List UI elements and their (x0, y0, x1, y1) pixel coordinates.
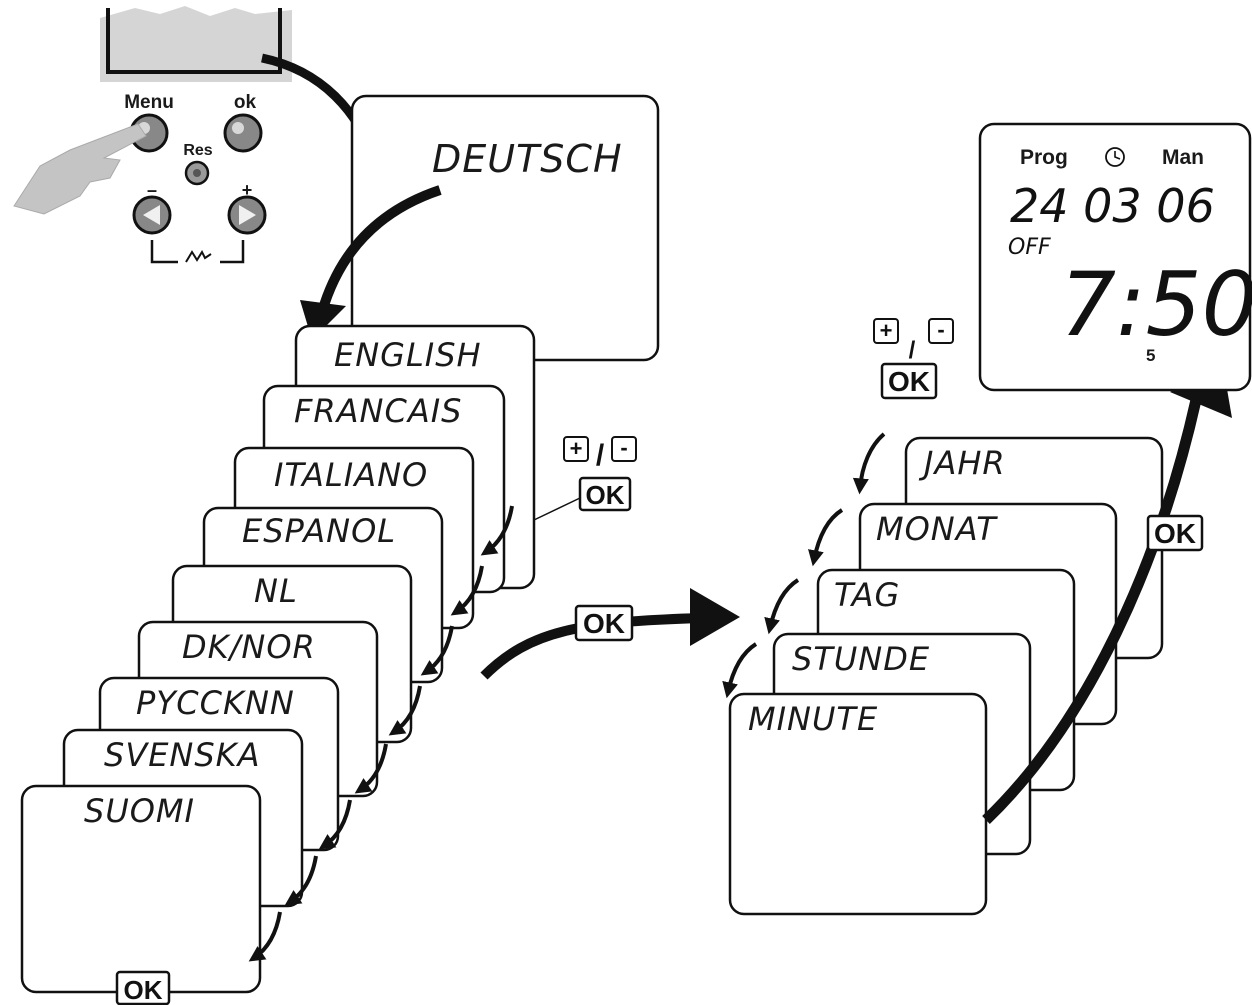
language-english: ENGLISH (334, 336, 482, 374)
language-svenska: SVENSKA (104, 736, 261, 774)
ok-key-final[interactable] (1146, 514, 1204, 552)
label-monat: MONAT (876, 510, 998, 548)
label-minute: MINUTE (748, 700, 878, 738)
step-arrow (284, 855, 318, 906)
ok-key-label: OK (888, 366, 930, 397)
ok-key-label: OK (586, 480, 625, 510)
language-cards: ENGLISH FRANCAIS ITALIANO ESPANOL NL DK/… (20, 324, 536, 994)
step-arrow (808, 508, 844, 567)
step-arrow (450, 565, 484, 616)
language-espanol: ESPANOL (242, 512, 396, 550)
manual-bracket (150, 240, 245, 264)
plus-key[interactable] (873, 318, 899, 344)
ok-key[interactable] (880, 362, 938, 400)
plus-key-label: + (880, 318, 893, 343)
language-suomi: SUOMI (84, 792, 195, 830)
clock-icon (1105, 147, 1125, 167)
final-display: Prog Man 24 03 06 OFF 7:50 5 (978, 122, 1252, 392)
slash-label: / (909, 337, 916, 364)
device-housing (100, 6, 292, 82)
minus-key[interactable] (928, 318, 954, 344)
menu-label: Menu (124, 92, 174, 113)
ok-key-bottom-label: OK (124, 975, 163, 1005)
datetime-step-arrows (722, 432, 886, 699)
label-stunde: STUNDE (792, 640, 930, 678)
step-arrow (388, 685, 422, 736)
deutsch-text: DEUTSCH (432, 137, 623, 181)
slash-label: / (596, 439, 605, 472)
plus-minus-ok-keys-languages: + / - OK (533, 435, 637, 521)
language-step-arrows (248, 505, 514, 962)
step-arrow (318, 799, 352, 850)
datetime-cards: JAHR MONAT TAG STUNDE MINUTE (728, 436, 1164, 916)
language-francais: FRANCAIS (294, 392, 462, 430)
arrow-languages-to-datetime (480, 613, 701, 680)
card-minute (728, 692, 988, 916)
prog-label: Prog (1020, 146, 1068, 169)
res-label: Res (183, 142, 212, 159)
minus-key-label: - (937, 317, 944, 342)
ok-key-middle[interactable] (574, 604, 634, 642)
language-pycckmm: PYCCKNN (136, 684, 295, 722)
ok-button-highlight (232, 122, 244, 134)
deutsch-screen (350, 94, 660, 362)
step-arrow (248, 911, 282, 962)
ok-button[interactable] (223, 113, 263, 153)
minus-key-label: - (620, 435, 627, 460)
language-nl: NL (254, 572, 298, 610)
step-arrow (420, 625, 454, 676)
ok-key-bottom[interactable] (115, 970, 171, 1005)
day-readout: 5 (1146, 346, 1155, 365)
language-italiano: ITALIANO (274, 456, 428, 494)
reset-button-dot (193, 169, 201, 177)
minus-key[interactable] (611, 436, 637, 462)
arrow-languages-to-datetime-head (690, 588, 740, 646)
plus-label: + (242, 180, 253, 200)
right-arrow-icon (239, 205, 256, 225)
ok-label: ok (234, 92, 257, 113)
left-arrow-icon (143, 205, 160, 225)
callout-line (533, 497, 581, 521)
time-readout: 7:50 (1060, 253, 1252, 356)
hand-icon (185, 249, 212, 263)
final-display-screen (978, 122, 1252, 392)
display-frame (106, 8, 282, 74)
plus-minus-ok-keys-datetime: + / - OK (873, 317, 954, 400)
minus-label: – (147, 180, 157, 200)
ok-key-middle-label: OK (583, 608, 625, 639)
plus-key[interactable] (563, 436, 589, 462)
arrow-deutsch-to-languages (317, 185, 442, 314)
label-tag: TAG (834, 576, 900, 614)
pointing-finger-icon (13, 123, 147, 215)
step-arrow (354, 743, 388, 794)
label-jahr: JAHR (918, 444, 1006, 482)
language-dknor: DK/NOR (182, 628, 316, 666)
step-arrow (722, 642, 758, 699)
date-readout: 24 03 06 (1010, 179, 1215, 233)
ok-key-final-label: OK (1154, 518, 1196, 549)
step-arrow (852, 432, 886, 495)
state-readout: OFF (1008, 235, 1051, 260)
clock-hands (1114, 151, 1121, 160)
step-arrow (480, 505, 514, 556)
step-arrow (764, 578, 800, 635)
ok-key[interactable] (578, 476, 632, 512)
man-label: Man (1162, 146, 1204, 169)
arrow-to-final-display (982, 398, 1202, 824)
device-keypad: Menu ok Res – + (13, 6, 292, 264)
plus-key-label: + (570, 436, 583, 461)
